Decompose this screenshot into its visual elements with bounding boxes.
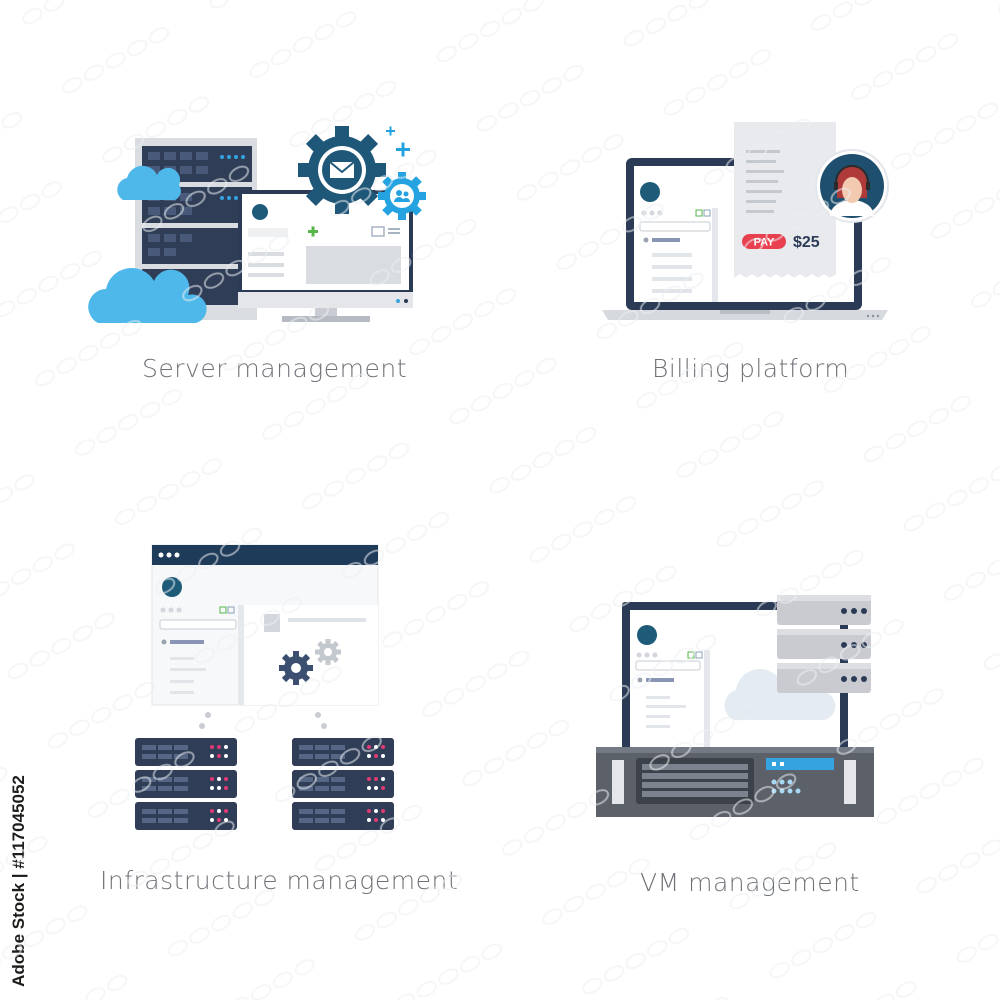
infrastructure-management-tile [130,540,394,835]
stock-id-label: Adobe Stock | #117045052 [8,768,30,993]
server-management-caption: Server management [142,354,408,383]
headset-agent-icon [815,149,889,223]
gear-icon [279,651,313,685]
plus-icon [386,126,410,157]
browser-window [151,544,379,706]
stock-id-text: Adobe Stock | #117045052 [9,774,28,987]
pay-badge: PAY [742,234,786,249]
vm-management-tile [592,592,882,822]
infrastructure-management-caption: Infrastructure management [100,866,459,895]
server-rack-icon [292,738,394,830]
vm-management-caption: VM management [640,868,860,897]
billing-platform-tile: PAY $25 [600,120,900,330]
rack-unit-icon [596,747,874,817]
infrastructure-management-illustration [135,544,394,830]
pay-label: PAY [754,237,775,249]
envelope-icon [329,161,355,178]
gear-icon [378,172,426,220]
server-management-tile [88,120,430,330]
gear-icon [315,639,341,665]
server-rack-icon [135,738,237,830]
amount-label: $25 [793,234,820,251]
server-management-illustration [88,126,426,323]
billing-platform-illustration: PAY $25 [602,122,889,320]
cloud-icon [117,165,181,200]
billing-platform-caption: Billing platform [652,354,850,383]
vm-management-illustration [596,595,874,817]
server-rack-icon [777,595,871,693]
